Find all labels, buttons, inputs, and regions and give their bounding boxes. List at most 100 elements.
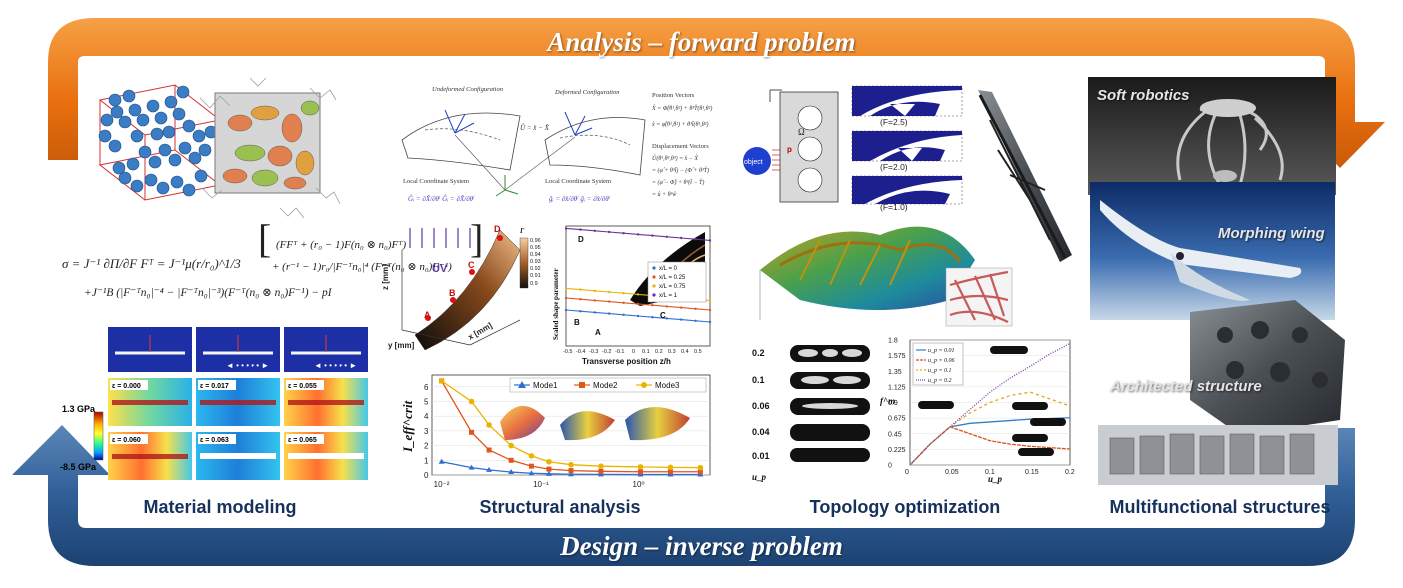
soft-robotics-label: Soft robotics [1097,87,1190,104]
fm-xtick: 0.05 [945,469,959,476]
svg-text:0: 0 [632,349,635,355]
shape-param-legend: x/L = 0 x/L = 0.25 x/L = 0.75 x/L = 1 [647,261,707,303]
up-axis-label: u_p [752,472,767,482]
svg-text:0.3: 0.3 [668,349,676,355]
uv-label: UV [432,263,448,275]
omega-label: Ω [798,127,805,137]
modes-ytick: 4 [424,412,429,421]
architected-structure-photo [1098,300,1345,485]
shape-param-point [708,308,712,312]
shape-param-point [694,238,697,241]
modes-ytick: 1 [424,456,429,465]
svg-text:Û(θ¹,θ²,θ³) = x̂ − X̂: Û(θ¹,θ²,θ³) = x̂ − X̂ [652,154,698,162]
legend-xl-0: x/L = 0 [659,266,678,272]
shape-param-point [593,229,596,232]
modes-point [486,447,492,453]
modes-point [438,378,445,384]
svg-text:-0.2: -0.2 [602,349,611,355]
cbar-tick: 0.92 [530,266,541,272]
modes-point [667,464,674,471]
strain-label-6: ε = 0.065 [288,437,317,444]
shell-kinematics-diagram: Undeformed Configuration Deformed Config… [401,86,712,203]
architected-structure-label: Architected structure [1110,378,1262,395]
fm-series-line [909,342,1071,466]
svg-text:]: ] [470,216,483,261]
undeformed-config-label: Undeformed Configuration [432,86,503,93]
point-D: D [494,224,501,234]
shape-param-xticks: -0.5 -0.4 -0.3 -0.2 -0.1 0 0.1 0.2 0.3 0… [563,349,702,355]
svg-text:0.1: 0.1 [642,349,650,355]
modes-point [486,466,493,472]
svg-text:σ = J⁻¹ ∂Π/∂F Fᵀ = J⁻¹μ(r/r₀)^: σ = J⁻¹ ∂Π/∂F Fᵀ = J⁻¹μ(r/r₀)^1/3 [62,256,241,271]
point-A: A [424,310,431,320]
shape-param-point [680,318,683,321]
molecular-structure-illustration [98,77,341,219]
legend-mode3: Mode3 [655,381,680,390]
svg-text:-0.5: -0.5 [563,349,572,355]
fm-legend: u_p = 0.01 u_p = 0.06 u_p = 0.1 u_p = 0.… [912,342,964,386]
modes-point [667,469,673,475]
fm-vs-up-chart: u_p = 0.01 u_p = 0.06 u_p = 0.1 u_p = 0.… [880,338,1075,485]
shape-param-point [665,235,668,238]
modes-point [438,458,445,464]
modes-point [468,398,475,405]
svg-text:Ĝᵢ = ∂X̂/∂θⁱ Ĝᵢ = ∂X̂/∂θⁱ: Ĝᵢ = ∂X̂/∂θⁱ Ĝᵢ = ∂X̂/∂θⁱ [408,195,475,203]
cbar-tick: 0.96 [530,238,541,244]
object-label: object [744,159,763,166]
up-value-0-04: 0.04 [752,427,770,437]
curve-label-A: A [595,328,601,337]
svg-text:ĝᵢ = ∂x̂/∂θⁱ ĝᵢ = ∂x̂/∂θⁱ: ĝᵢ = ∂x̂/∂θⁱ ĝᵢ = ∂x̂/∂θⁱ [549,195,611,203]
svg-text:0.5: 0.5 [694,349,702,355]
inverse-problem-banner: Design – inverse problem [560,531,843,561]
fm-ytick: 1.8 [888,338,898,345]
curve-label-C: C [660,311,666,320]
soft-robotics-photo [1088,77,1336,195]
uv-actuation-plot: UV A B C D z [mm] x [mm] y [mm] Γ 0.96 0… [381,224,541,351]
modes-ytick: 2 [424,442,429,451]
modes-xtick: 10⁰ [633,480,645,489]
structural-analysis-label: Structural analysis [479,497,641,517]
svg-text:= (φ̂ + θ³t̂) − (Φ̂ + θ³T̂): = (φ̂ + θ³t̂) − (Φ̂ + θ³T̂) [652,167,709,174]
printed-lattice-beam-illustration [978,90,1072,262]
strain-label-2: ε = 0.017 [200,383,229,390]
svg-text:+ (r⁻¹ − 1)r₀/|F⁻ᵀn₀|⁴ (F⁻ᵀ(n₀: + (r⁻¹ − 1)r₀/|F⁻ᵀn₀|⁴ (F⁻ᵀ(n₀ ⊗ n₀)F⁻¹) [272,261,452,273]
svg-text:Û = x̂ − X̂: Û = x̂ − X̂ [520,124,550,132]
shape-param-point [564,227,568,230]
uv-cbar-title: Γ [519,227,525,235]
3d-topology-surface [759,226,975,320]
svg-text:◄ • • • • • ►: ◄ • • • • • ► [226,361,269,370]
cbar-tick: 0.93 [530,259,541,265]
multifunctional-structures-label: Multifunctional structures [1109,497,1331,517]
shape-param-point [694,319,697,322]
fm-ytick: 0.9 [888,400,898,407]
fm-xtick: 0.2 [1065,469,1075,476]
modes-point [568,461,574,468]
svg-text:= (φ̂ − Φ̂) + θ³(t̂ − T̂): = (φ̂ − Φ̂) + θ³(t̂ − T̂) [652,179,704,186]
shape-parameter-chart: D C B A x/L = 0 x/L = 0.25 x/L = 0.75 x/… [552,225,712,366]
shape-param-point [636,293,640,296]
modes-point [638,469,643,475]
modes-xtick: 10⁻¹ [533,480,549,489]
legend-mode2: Mode2 [593,381,618,390]
point-B: B [449,288,456,298]
curve-label-B: B [574,318,580,327]
shape-param-point [622,313,625,316]
modes-point [469,429,475,435]
legend-xl-1: x/L = 1 [659,293,678,299]
forward-arrow [48,18,1385,168]
shape-param-point [564,308,568,312]
shape-param-point [593,289,596,292]
shape-param-point [579,298,582,301]
svg-text:0.2: 0.2 [655,349,663,355]
fm-xlabel: u_p [988,474,1003,484]
cbar-tick: 0.95 [530,245,541,251]
up-value-0-06: 0.06 [752,401,770,411]
shape-param-point [665,317,668,320]
modes-point [486,422,492,428]
cbar-tick: 0.9 [530,281,538,287]
constitutive-equation: σ = J⁻¹ ∂Π/∂F Fᵀ = J⁻¹μ(r/r₀)^1/3 [ (FFᵀ… [62,216,483,299]
modes-point [508,457,514,463]
modes-point [637,464,644,470]
